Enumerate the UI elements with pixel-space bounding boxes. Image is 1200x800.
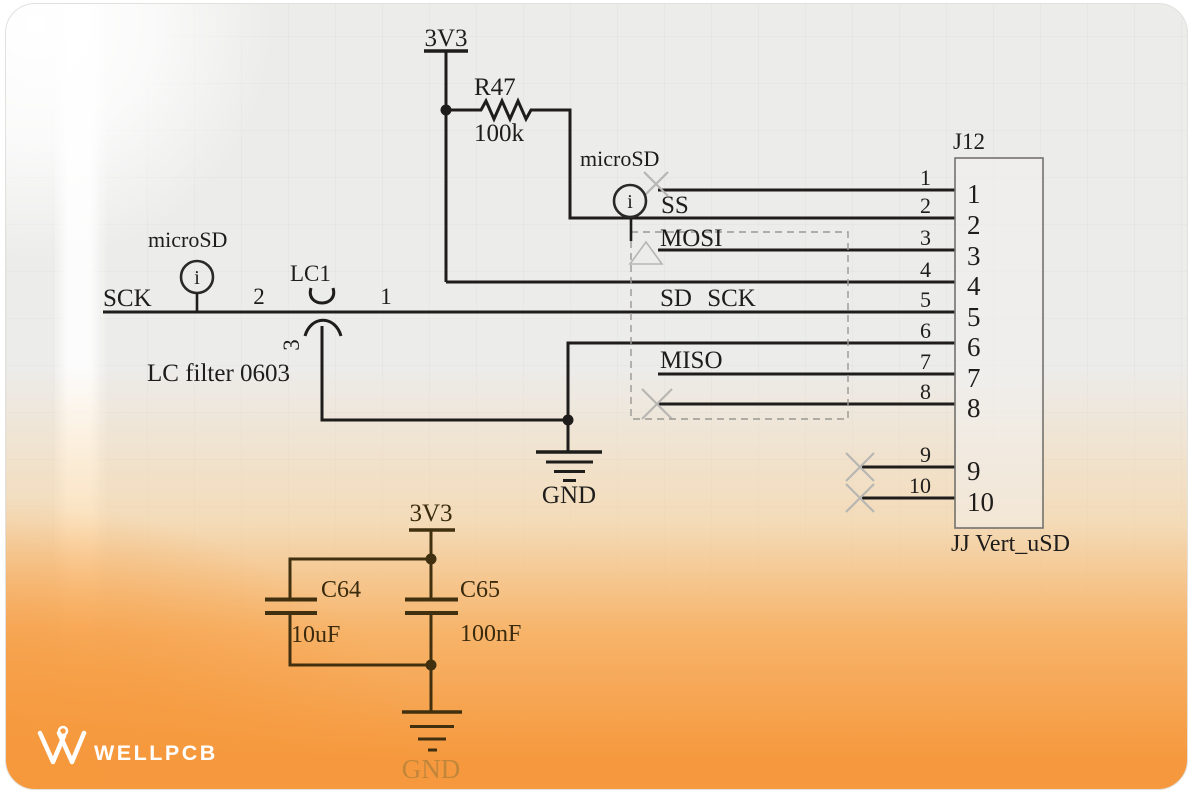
net-label-mosi: MOSI [660, 225, 723, 252]
connector-designator: J12 [953, 129, 985, 154]
pin-label-internal-6: 6 [967, 332, 981, 362]
connector-external-pin-numbers: 1 2 3 4 5 6 7 8 9 10 [909, 165, 931, 498]
pin-label-external-2: 2 [920, 193, 931, 218]
no-connect-x-icon [643, 171, 669, 197]
pin-label-external-7: 7 [920, 349, 931, 374]
c65-value: 100nF [460, 621, 521, 647]
lc1-name: LC1 [290, 261, 331, 286]
info-i-glyph: i [194, 267, 200, 289]
wellpcb-w-mark-icon [37, 725, 87, 765]
junction-dot [425, 553, 437, 565]
microsd-info-flag-ss: i microSD [580, 146, 659, 241]
microsd-info-flag-sck: i microSD [148, 227, 227, 312]
pin-label-external-10: 10 [909, 473, 931, 498]
wire-pin9-pin10 [845, 452, 955, 513]
info-i-glyph: i [627, 191, 633, 213]
pin-label-internal-8: 8 [967, 393, 981, 423]
gnd-symbol-bottom [402, 710, 462, 752]
connector-body [954, 157, 1044, 529]
power-3v3-top-symbol [424, 49, 955, 284]
power-label-3v3-top: 3V3 [424, 25, 467, 52]
pin-label-internal-7: 7 [967, 363, 981, 393]
c64-value: 10uF [291, 622, 340, 648]
lc1-pin2-label: 2 [253, 284, 265, 309]
connector-internal-pin-numbers: 1 2 3 4 5 6 7 8 9 10 [967, 179, 994, 517]
pin-label-internal-5: 5 [967, 302, 981, 332]
pin-label-external-5: 5 [920, 287, 931, 312]
pin-label-external-9: 9 [920, 442, 931, 467]
net-label-ss: SS [661, 192, 689, 219]
resistor-r47-symbol [440, 97, 955, 220]
pin-label-external-1: 1 [920, 165, 931, 190]
pin-label-external-3: 3 [920, 225, 931, 250]
r47-value: 100k [474, 120, 525, 147]
gnd-label-bottom: GND [402, 754, 461, 784]
no-connect-x-icon [845, 452, 875, 482]
c65-name: C65 [460, 577, 500, 603]
triangle-marker-icon [628, 240, 664, 265]
pin-label-external-6: 6 [920, 318, 931, 343]
gnd-symbol-mid [536, 450, 602, 482]
connector-part-name: JJ Vert_uSD [951, 531, 1070, 557]
net-label-sck: SCK [103, 285, 152, 312]
microsd-flag-label: microSD [580, 146, 659, 171]
pin-label-internal-3: 3 [967, 241, 981, 271]
wellpcb-logo-text: WELLPCB [94, 741, 218, 765]
r47-name: R47 [474, 74, 516, 101]
junction-dot [425, 659, 437, 671]
info-circle-icon [612, 183, 648, 219]
pin-label-internal-1: 1 [967, 179, 981, 209]
lc1-upper-arc [308, 287, 336, 305]
junction-dot [562, 414, 574, 426]
connector-j12: J12 JJ Vert_uSD 1 2 3 4 5 6 7 8 9 10 1 2… [909, 129, 1070, 557]
wire-pin8 [641, 388, 955, 420]
lc1-pin3-label: 3 [279, 339, 304, 351]
wellpcb-logo: WELLPCB [37, 725, 218, 765]
pin-label-internal-2: 2 [967, 210, 981, 240]
lc1-lower-arc [303, 318, 343, 337]
wire-pin6-gnd [320, 326, 955, 452]
pin-label-internal-9: 9 [967, 456, 981, 486]
capacitor-c64-symbol [265, 597, 317, 615]
pin-label-internal-10: 10 [967, 487, 994, 517]
dashed-selection-box [630, 231, 849, 420]
pin-label-external-8: 8 [920, 379, 931, 404]
lc1-pin1-label: 1 [380, 284, 392, 309]
gnd-label-mid: GND [542, 482, 596, 509]
pin-label-external-4: 4 [920, 257, 931, 282]
net-label-sd-sck: SD SCK [660, 285, 756, 312]
decoupling-caps-circuit [265, 528, 462, 752]
microsd-flag-label: microSD [148, 227, 227, 252]
capacitor-c65-symbol [405, 597, 458, 615]
pin-label-internal-4: 4 [967, 271, 981, 301]
c64-name: C64 [321, 577, 361, 603]
no-connect-x-icon [641, 388, 673, 420]
junction-dot [440, 104, 452, 116]
net-label-miso: MISO [660, 347, 723, 374]
power-label-3v3-bottom: 3V3 [409, 500, 452, 527]
wire-pin1 [643, 171, 955, 197]
lc1-note: LC filter 0603 [147, 360, 290, 387]
no-connect-x-icon [845, 483, 875, 513]
lc1-filter-symbol: LC1 2 1 3 LC filter 0603 [147, 261, 392, 387]
